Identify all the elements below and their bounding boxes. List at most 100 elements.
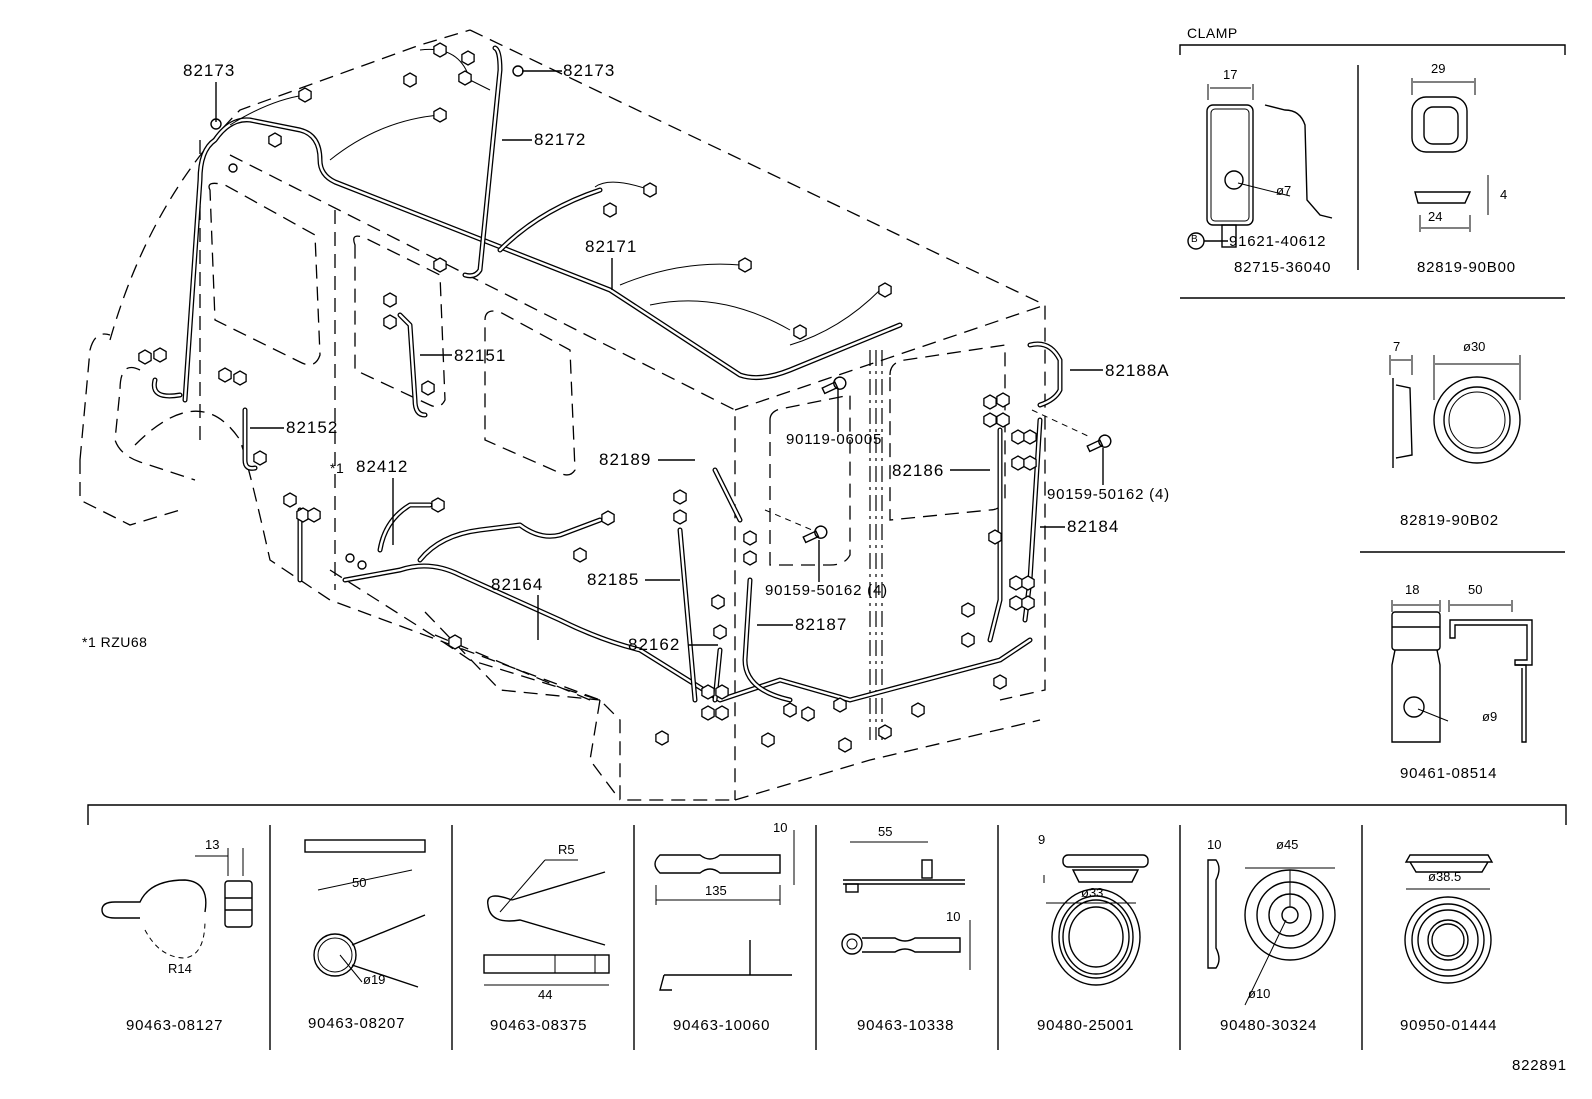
connector-icon bbox=[307, 507, 321, 523]
dim-label: ø10 bbox=[1248, 986, 1271, 1001]
bolt-icons bbox=[210, 65, 1112, 570]
connector-icon bbox=[715, 705, 729, 721]
connector-icon bbox=[996, 392, 1010, 408]
grommet-90480-25001-drawing bbox=[1043, 854, 1149, 986]
connector-icon bbox=[298, 87, 312, 103]
figure-number: 822891 bbox=[1512, 1057, 1567, 1074]
callout-82185: 82185 bbox=[587, 570, 640, 589]
connector-icon bbox=[878, 724, 892, 740]
connector-icon bbox=[431, 497, 445, 513]
connector-icon bbox=[701, 684, 715, 700]
part-number-82819-90B02: 82819-90B02 bbox=[1400, 512, 1499, 529]
dim-label: 135 bbox=[705, 883, 727, 898]
ref-marker-b: B bbox=[1191, 234, 1198, 245]
connector-icon bbox=[448, 634, 462, 650]
clip-90463-10060-drawing bbox=[654, 830, 795, 991]
callout-82412: 82412 bbox=[356, 457, 409, 476]
part-number-82819-90B00: 82819-90B00 bbox=[1417, 259, 1516, 276]
connector-icon bbox=[1011, 455, 1025, 471]
dim-label: 24 bbox=[1428, 209, 1443, 224]
dim-label: 29 bbox=[1431, 61, 1446, 76]
part-number-90463-08127: 90463-08127 bbox=[126, 1017, 224, 1034]
connector-icon bbox=[601, 510, 615, 526]
callout-82184: 82184 bbox=[1067, 517, 1120, 536]
callout-bolt-90159-50162-b: 90159-50162 (4) bbox=[1047, 486, 1170, 503]
dim-label: R14 bbox=[168, 961, 192, 976]
connector-icon bbox=[383, 292, 397, 308]
connector-icon bbox=[153, 347, 167, 363]
connector-icon bbox=[701, 705, 715, 721]
connector-icon bbox=[253, 450, 267, 466]
connector-icon bbox=[233, 370, 247, 386]
connector-icon bbox=[838, 737, 852, 753]
connector-icon bbox=[655, 730, 669, 746]
callout-82187: 82187 bbox=[795, 615, 848, 634]
clip-90463-08207-drawing bbox=[304, 839, 426, 988]
connector-icon bbox=[433, 107, 447, 123]
callout-bolt-90119-06005: 90119-06005 bbox=[786, 431, 883, 448]
connector-icon bbox=[996, 412, 1010, 428]
connector-icon bbox=[421, 380, 435, 396]
clamp-panel bbox=[1179, 44, 1566, 743]
grommet-90950-01444-drawing bbox=[1404, 854, 1494, 984]
connector-icon bbox=[573, 547, 587, 563]
part-number-91621-40612: 91621-40612 bbox=[1229, 233, 1327, 250]
clamp-90461-08514-drawing bbox=[1391, 600, 1533, 743]
clamp-82819-90B00-drawing bbox=[1411, 78, 1489, 232]
connector-icon bbox=[961, 602, 975, 618]
grommet-icon bbox=[345, 553, 355, 563]
connector-icon bbox=[911, 702, 925, 718]
callout-82188A: 82188A bbox=[1105, 361, 1170, 380]
connector-icon bbox=[1021, 575, 1035, 591]
callout-82164: 82164 bbox=[491, 575, 544, 594]
connector-icon bbox=[1011, 429, 1025, 445]
grommet-icon bbox=[210, 118, 222, 130]
dim-label: 4 bbox=[1500, 187, 1508, 202]
callout-bolt-90159-50162-a: 90159-50162 (4) bbox=[765, 582, 888, 599]
dim-label: 44 bbox=[538, 987, 553, 1002]
dim-label: ø45 bbox=[1276, 837, 1299, 852]
connector-icon bbox=[138, 349, 152, 365]
part-number-90480-25001: 90480-25001 bbox=[1037, 1017, 1135, 1034]
connector-icon bbox=[988, 529, 1002, 545]
part-number-90463-08207: 90463-08207 bbox=[308, 1015, 406, 1032]
dim-label: 50 bbox=[1468, 582, 1483, 597]
callout-82172: 82172 bbox=[534, 130, 587, 149]
connector-icon bbox=[673, 509, 687, 525]
dim-label: 10 bbox=[1207, 837, 1222, 852]
callout-82173-left: 82173 bbox=[183, 61, 236, 80]
part-number-90463-10338: 90463-10338 bbox=[857, 1017, 955, 1034]
part-number-90461-08514: 90461-08514 bbox=[1400, 765, 1498, 782]
connector-icon bbox=[383, 314, 397, 330]
connector-icon bbox=[403, 72, 417, 88]
dim-label: 55 bbox=[878, 824, 893, 839]
connector-icon bbox=[603, 202, 617, 218]
dim-label: 18 bbox=[1405, 582, 1420, 597]
footnote: *1 RZU68 bbox=[82, 634, 148, 650]
connector-icon bbox=[643, 182, 657, 198]
callout-82171: 82171 bbox=[585, 237, 638, 256]
callout-82173-right: 82173 bbox=[563, 61, 616, 80]
dim-label: R5 bbox=[558, 842, 575, 857]
grommet-icon bbox=[512, 65, 524, 77]
connector-icon bbox=[711, 594, 725, 610]
connector-icon bbox=[783, 702, 797, 718]
dim-label: 10 bbox=[946, 909, 961, 924]
callout-82162: 82162 bbox=[628, 635, 681, 654]
connector-icon bbox=[833, 697, 847, 713]
dim-label: 13 bbox=[205, 837, 220, 852]
bottom-parts-panel bbox=[87, 804, 1567, 1050]
clamp-82715-36040-drawing bbox=[1187, 84, 1333, 250]
part-number-90480-30324: 90480-30324 bbox=[1220, 1017, 1318, 1034]
vehicle-body-outline bbox=[79, 29, 1046, 801]
connector-icon bbox=[743, 550, 757, 566]
connector-icon bbox=[458, 70, 472, 86]
dim-label: 17 bbox=[1223, 67, 1238, 82]
connector-icon bbox=[793, 324, 807, 340]
connector-icon bbox=[983, 412, 997, 428]
connector-icon bbox=[1009, 575, 1023, 591]
bolt-icon bbox=[1086, 434, 1112, 453]
connector-icon bbox=[1021, 595, 1035, 611]
dim-label: 50 bbox=[352, 875, 367, 890]
